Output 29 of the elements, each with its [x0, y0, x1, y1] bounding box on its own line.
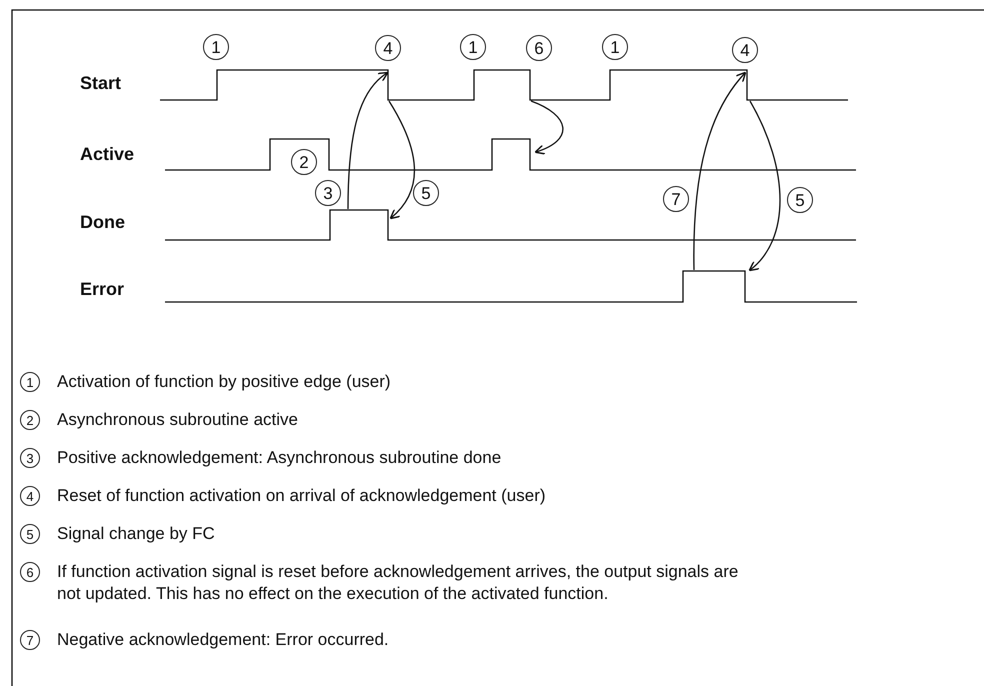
signal-name: Active [80, 144, 134, 165]
callout-number: 7 [20, 630, 40, 650]
legend-text: If function activation signal is reset before acknowledgement arrives, the output signals are not updated. This has no effect on the execution of the activated function. [57, 561, 740, 605]
callout-number: 3 [315, 180, 341, 206]
legend-text: Signal change by FC [57, 523, 216, 545]
signal-name: Start [80, 73, 122, 94]
legend-text: Activation of function by positive edge (user) [57, 371, 392, 393]
callout-number: 5 [413, 180, 439, 206]
legend-text: Reset of function activation on arrival of acknowledgement (user) [57, 485, 547, 507]
callout-number: 4 [375, 35, 401, 61]
callout-number: 1 [203, 34, 229, 60]
legend-text: Asynchronous subroutine active [57, 409, 299, 431]
signal-name: Error [80, 279, 124, 300]
callout-number: 5 [787, 187, 813, 213]
callout-number: 2 [20, 410, 40, 430]
callout-number: 7 [663, 186, 689, 212]
callout-number: 6 [20, 562, 40, 582]
legend-text: Negative acknowledgement: Error occurred. [57, 629, 390, 651]
callout-number: 2 [291, 149, 317, 175]
callout-number: 3 [20, 448, 40, 468]
callout-number: 1 [460, 34, 486, 60]
callout-number: 4 [732, 37, 758, 63]
callout-number: 5 [20, 524, 40, 544]
callout-number: 1 [20, 372, 40, 392]
callout-number: 4 [20, 486, 40, 506]
callout-number: 6 [526, 35, 552, 61]
signal-name: Done [80, 212, 125, 233]
callout-number: 1 [602, 34, 628, 60]
legend-text: Positive acknowledgement: Asynchronous subroutine done [57, 447, 502, 469]
